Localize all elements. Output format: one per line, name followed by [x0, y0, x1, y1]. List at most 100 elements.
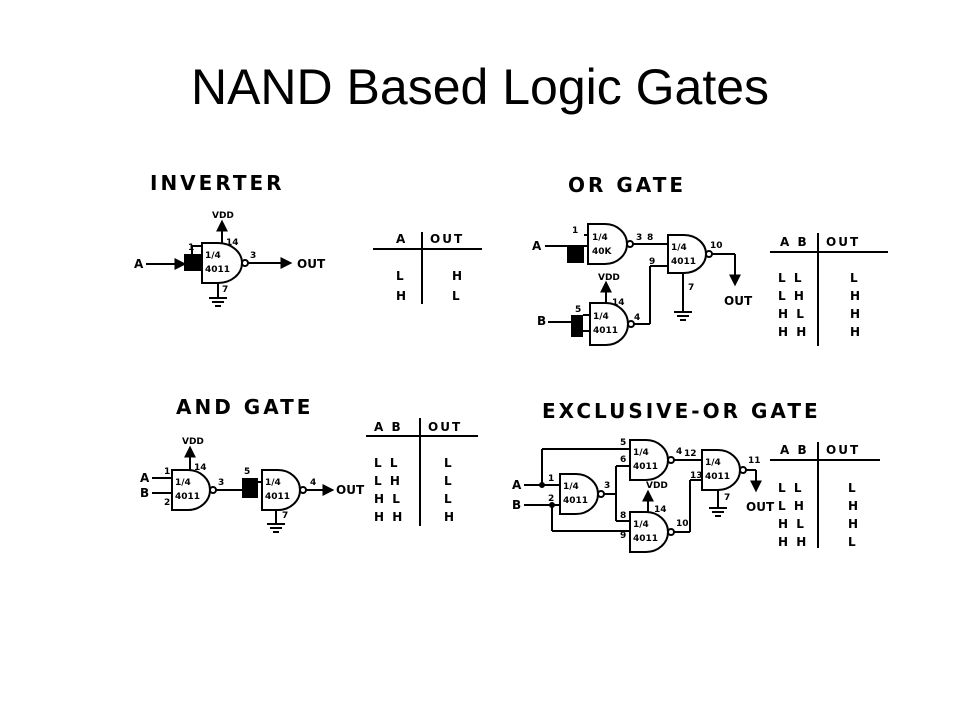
or-gate-table-row-3-out: H	[850, 307, 862, 321]
inverter-bubble	[241, 259, 249, 267]
xor-gate-nand-4-part: 4011	[705, 472, 730, 482]
xor-gate-table-header-in: A B	[780, 443, 809, 457]
xor-gate-output-label: OUT	[746, 500, 775, 514]
or-gate-table-row-1-in: L L	[778, 271, 803, 285]
inverter-vdd-label: VDD	[212, 211, 234, 221]
inverter-output-label: OUT	[297, 257, 326, 271]
inverter-input-box	[184, 254, 201, 271]
and-gate-nand-1-part: 4011	[175, 492, 200, 502]
and-gate-pin-4: 4	[310, 478, 316, 488]
and-gate-table-row-4-in: H H	[374, 510, 404, 524]
inverter-pin-2: 2	[189, 261, 195, 271]
or-gate-table-header-out: OUT	[826, 235, 860, 249]
xor-gate-table-row-2-in: L H	[778, 499, 806, 513]
inverter-table-header-out: OUT	[430, 232, 464, 246]
xor-gate-nand-3	[629, 511, 669, 553]
and-gate-table-header-in: A B	[374, 420, 403, 434]
and-gate-table-row-3-out: L	[444, 492, 454, 506]
or-gate-pin-9: 9	[649, 257, 655, 267]
or-gate-pin-1: 1	[572, 226, 578, 236]
and-gate-pin-7: 7	[282, 511, 288, 521]
or-gate-table-header-in: A B	[780, 235, 809, 249]
xor-gate-pin-4: 4	[676, 447, 682, 457]
or-gate-input-b-box	[571, 315, 583, 337]
xor-gate-table-row-4-out: L	[848, 535, 858, 549]
or-gate-section: OR GATE A B 1/4 40K 1 2 3 1/4 4011 8 9 1…	[532, 173, 888, 346]
and-gate-table-row-1-out: L	[444, 456, 454, 470]
inverter-circuit: A 1/4 4011 OUT VDD 1 2 3 14 7	[134, 211, 326, 307]
and-gate-vdd-label: VDD	[182, 437, 204, 447]
or-gate-nand-3-bubble	[705, 250, 713, 258]
and-gate-input-a-label: A	[140, 471, 150, 485]
xor-gate-nand-3-part: 4011	[633, 534, 658, 544]
xor-gate-vdd-label: VDD	[646, 481, 668, 491]
xor-gate-nand-3-bubble	[667, 528, 675, 536]
xor-gate-input-b-label: B	[512, 498, 521, 512]
or-gate-table-row-4-out: H	[850, 325, 862, 339]
or-gate-nand-2-fraction: 1/4	[593, 312, 609, 322]
or-gate-table-row-2-out: H	[850, 289, 862, 303]
inverter-table-header-in: A	[396, 232, 407, 246]
or-gate-pin-4: 4	[634, 313, 640, 323]
or-gate-nand-1-bubble	[626, 240, 634, 248]
inverter-table-row-2-in: H	[396, 289, 408, 303]
xor-gate-pin-6: 6	[620, 455, 626, 465]
xor-gate-table-row-4-in: H H	[778, 535, 808, 549]
and-gate-tie-box	[242, 478, 258, 498]
xor-gate-nand-1-part: 4011	[563, 496, 588, 506]
or-gate-pin-2: 2	[572, 253, 578, 263]
or-gate-pin-5: 5	[575, 305, 581, 315]
xor-gate-pin-7: 7	[724, 493, 730, 503]
inverter-nand-gate	[201, 242, 243, 284]
and-gate-heading: AND GATE	[176, 395, 313, 419]
xor-gate-nand-2-part: 4011	[633, 462, 658, 472]
xor-gate-table-row-1-in: L L	[778, 481, 803, 495]
xor-gate-pin-12: 12	[684, 449, 697, 459]
xor-gate-pin-9: 9	[620, 531, 626, 541]
xor-gate-table-row-3-out: H	[848, 517, 860, 531]
or-gate-nand-3-fraction: 1/4	[671, 243, 687, 253]
and-gate-pin-1: 1	[164, 467, 170, 477]
xor-gate-pin-8: 8	[620, 511, 626, 521]
or-gate-nand-2-part: 4011	[593, 326, 618, 336]
xor-gate-heading: EXCLUSIVE-OR GATE	[542, 399, 821, 423]
xor-gate-pin-2: 2	[548, 494, 554, 504]
xor-gate-table-header-out: OUT	[826, 443, 860, 457]
and-gate-pin-5: 5	[244, 467, 250, 477]
xor-gate-nand-4	[701, 449, 741, 491]
or-gate-pin-8: 8	[647, 233, 653, 243]
or-gate-pin-7: 7	[688, 283, 694, 293]
and-gate-input-b-label: B	[140, 486, 149, 500]
xor-gate-nand-2-fraction: 1/4	[633, 448, 649, 458]
or-gate-pin-3: 3	[636, 233, 642, 243]
xor-gate-pin-10: 10	[676, 519, 689, 529]
inverter-heading: INVERTER	[150, 171, 285, 195]
xor-gate-pin-3: 3	[604, 481, 610, 491]
or-gate-input-a-label: A	[532, 239, 542, 253]
and-gate-nand-2-part: 4011	[265, 492, 290, 502]
inverter-section: INVERTER A 1/4 4011 OUT VDD 1 2 3 14 7 A	[134, 171, 482, 307]
xor-gate-pin-13: 13	[690, 471, 703, 481]
or-gate-nand-3-part: 4011	[671, 257, 696, 267]
or-gate-table-row-1-out: L	[850, 271, 860, 285]
or-gate-nand-1	[587, 223, 628, 265]
xor-gate-pin-11: 11	[748, 456, 761, 466]
or-gate-pin-14: 14	[612, 298, 625, 308]
or-gate-vdd-label: VDD	[598, 273, 620, 283]
xor-gate-nand-3-fraction: 1/4	[633, 520, 649, 530]
or-gate-heading: OR GATE	[568, 173, 686, 197]
and-gate-pin-2: 2	[164, 498, 170, 508]
or-gate-table-row-2-in: L H	[778, 289, 806, 303]
or-gate-nand-2	[589, 302, 629, 346]
xor-gate-nand-2-bubble	[667, 456, 675, 464]
inverter-gate-part: 4011	[205, 265, 230, 275]
xor-gate-nand-4-fraction: 1/4	[705, 458, 721, 468]
or-gate-circuit: A B 1/4 40K 1 2 3 1/4 4011 8 9 10 7	[532, 223, 753, 346]
xor-gate-section: EXCLUSIVE-OR GATE A B 1/4 4011 1 2 3	[512, 399, 880, 553]
